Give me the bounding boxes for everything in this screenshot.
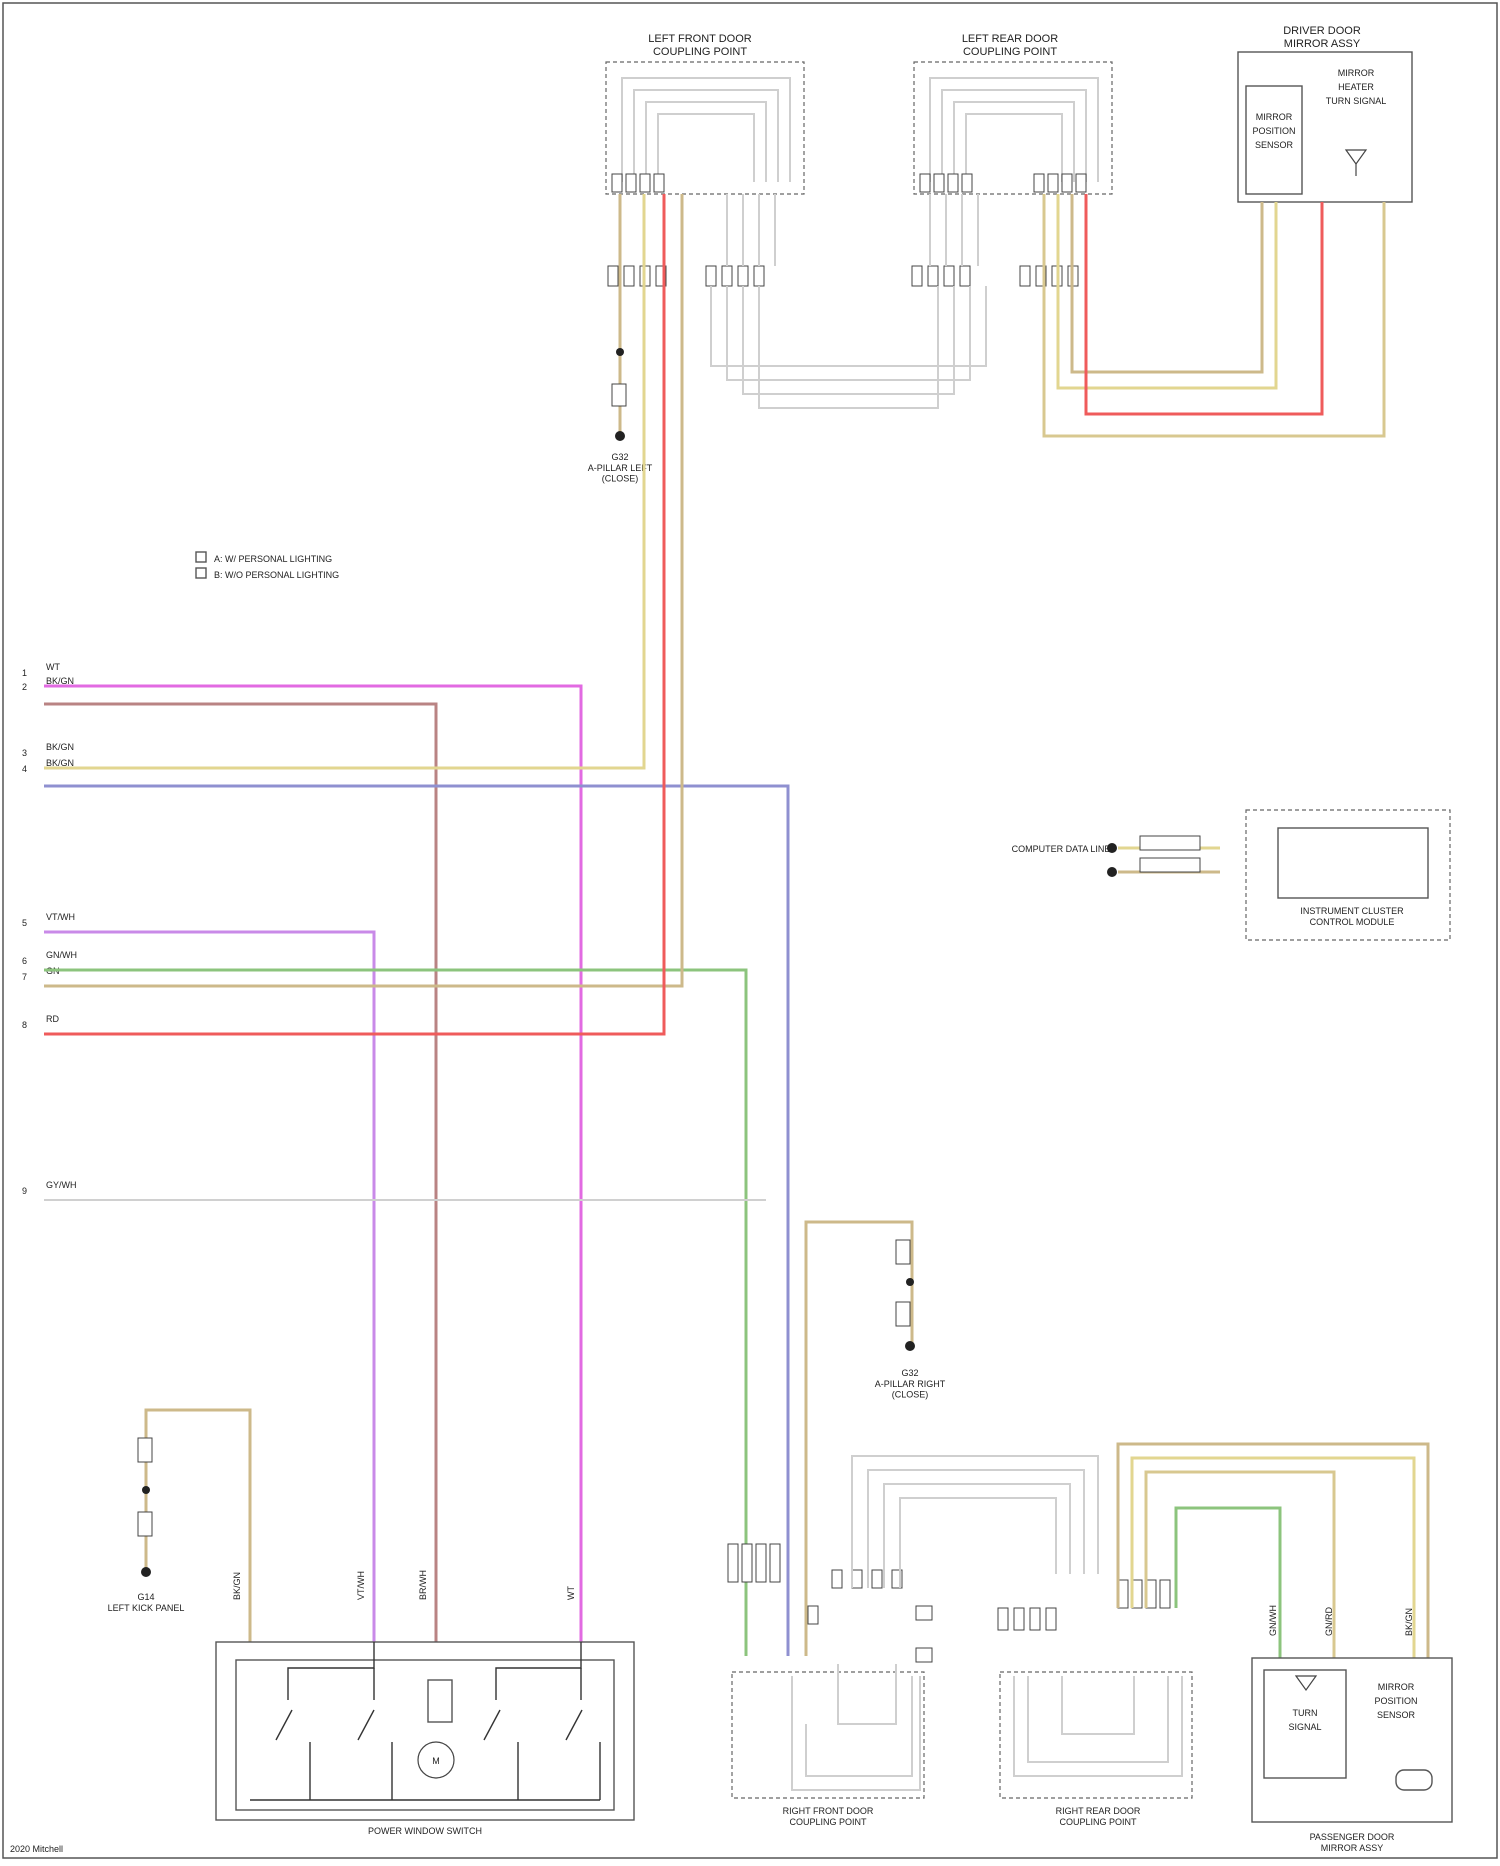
svg-text:BK/GN: BK/GN [1404,1608,1414,1636]
legend-a: A: W/ PERSONAL LIGHTING [214,554,332,564]
bus-wire-color-label: GY/WH [46,1180,77,1190]
top-connector-pins [608,174,1086,286]
power-window-switch: M POWER WINDOW SWITCH [216,1642,634,1836]
bus-pin-number: 7 [22,972,27,982]
svg-text:MIRROR: MIRROR [1256,112,1293,122]
passenger-door-mirror: TURN SIGNAL MIRROR POSITION SENSOR PASSE… [1252,1658,1452,1853]
wire-pmirror-green [1176,1508,1280,1658]
svg-text:SENSOR: SENSOR [1255,140,1294,150]
bus-wire-color-label: RD [46,1014,59,1024]
svg-text:MIRROR: MIRROR [1338,68,1375,78]
svg-text:POSITION: POSITION [1374,1696,1417,1706]
bus-pin-number: 4 [22,764,27,774]
bus-pin-number: 6 [22,956,27,966]
wire-mirror-red [1086,194,1322,414]
svg-text:GN/RD: GN/RD [1324,1607,1334,1637]
wire-mirror-tan [1044,194,1384,436]
svg-text:TURN: TURN [1293,1708,1318,1718]
wire-bus-yellow [44,194,644,768]
wire-mirror-yellow [1058,194,1276,388]
wire-bus-bluegray [44,786,788,1656]
wire-pmirror-tan2 [1146,1472,1334,1658]
legend: A: W/ PERSONAL LIGHTING B: W/O PERSONAL … [196,552,339,580]
bus-pin-number: 8 [22,1020,27,1030]
svg-text:BR/WH: BR/WH [418,1570,428,1600]
svg-text:POSITION: POSITION [1252,126,1295,136]
svg-text:VT/WH: VT/WH [356,1571,366,1600]
wire-bus-magenta [44,686,581,1642]
bus-pin-number: 5 [22,918,27,928]
bus-wire-labels: 1WT2BK/GN3BK/GN4BK/GN5VT/WH6GN/WH7GN8RD9… [22,662,77,1196]
svg-text:SIGNAL: SIGNAL [1288,1722,1321,1732]
svg-text:GN/WH: GN/WH [1268,1605,1278,1636]
bus-pin-number: 1 [22,668,27,678]
wire-bus-green [44,970,746,1656]
wire-bus-red [44,194,664,1034]
bus-pin-number: 2 [22,682,27,692]
wire-bus-tan [44,194,682,986]
bus-pin-number: 3 [22,748,27,758]
bus-wire-color-label: WT [46,662,60,672]
wire-mirror-tan2 [1072,194,1262,372]
svg-text:M: M [432,1756,440,1766]
wire-bus-brown [44,704,436,1642]
svg-text:WT: WT [566,1586,576,1600]
bus-wire-color-label: GN/WH [46,950,77,960]
wire-vertical-labels: BK/GN VT/WH BR/WH WT GN/WH GN/RD BK/GN [232,1570,1414,1636]
footer: 2020 Mitchell [10,1844,63,1854]
svg-text:BK/GN: BK/GN [232,1572,242,1600]
power-window-switch-title: POWER WINDOW SWITCH [368,1826,482,1836]
svg-text:SENSOR: SENSOR [1377,1710,1416,1720]
door-jumper-loop-top [711,194,986,408]
cluster-signal-label: COMPUTER DATA LINES [1012,844,1117,854]
legend-b: B: W/O PERSONAL LIGHTING [214,570,339,580]
bus-pin-number: 9 [22,1186,27,1196]
bus-wire-color-label: BK/GN [46,742,74,752]
svg-text:TURN SIGNAL: TURN SIGNAL [1326,96,1387,106]
svg-text:HEATER: HEATER [1338,82,1374,92]
bus-wire-color-label: VT/WH [46,912,75,922]
svg-text:MIRROR: MIRROR [1378,1682,1415,1692]
wire-bus-violet [44,932,374,1642]
